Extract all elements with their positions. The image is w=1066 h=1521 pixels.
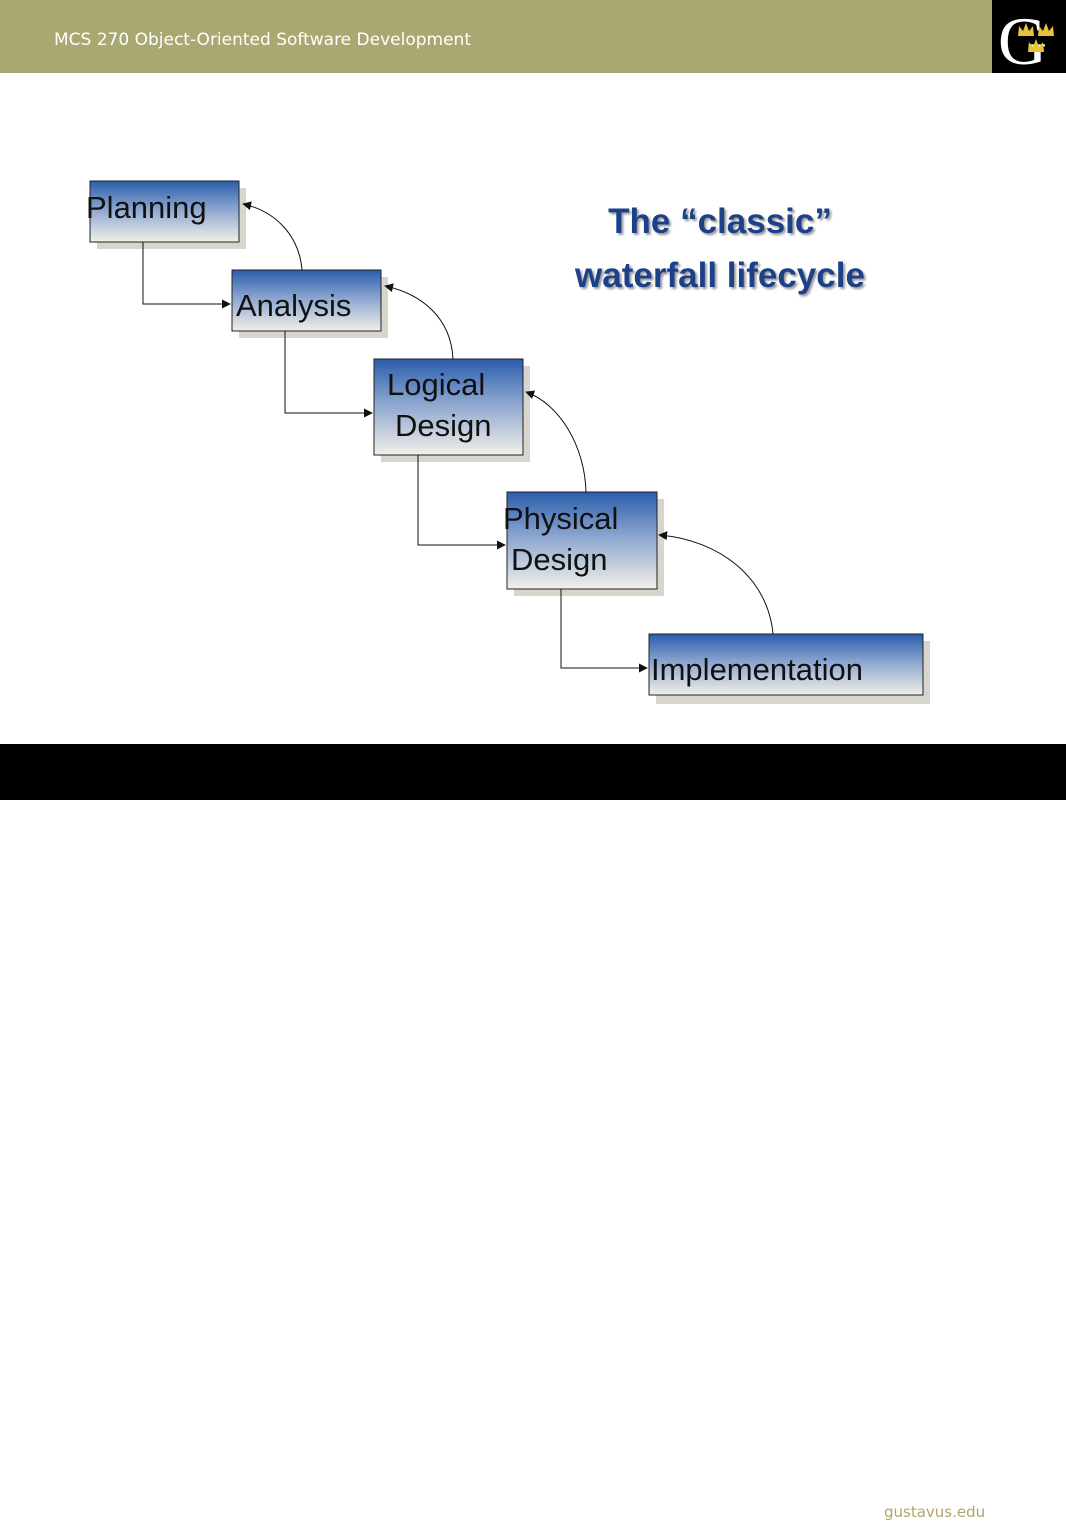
feedback-logical-design-to-analysis — [384, 283, 454, 360]
stage-physical-design: Physical Design — [503, 491, 664, 596]
stage-planning-label: Planning — [86, 190, 207, 225]
waterfall-diagram: Planning Analysis Logical Design Physica… — [86, 180, 930, 704]
stage-logical-design-line1: Logical — [387, 367, 485, 402]
logo-letter: G — [998, 3, 1047, 73]
arrow-analysis-to-logical-design — [284, 331, 373, 418]
stage-implementation-label: Implementation — [651, 652, 863, 687]
crown-icon — [1018, 23, 1054, 52]
arrow-logical-to-physical-design — [417, 455, 506, 550]
stage-planning: Planning — [86, 180, 246, 249]
arrow-planning-to-analysis — [142, 242, 231, 309]
stage-implementation: Implementation — [648, 633, 930, 704]
header-bar: MCS 270 Object-Oriented Software Develop… — [0, 0, 1066, 73]
stage-analysis-label: Analysis — [236, 288, 351, 323]
gustavus-logo: G — [992, 0, 1066, 79]
feedback-physical-to-logical-design — [525, 390, 587, 493]
stage-physical-design-line1: Physical — [503, 501, 618, 536]
arrow-physical-design-to-implementation — [560, 589, 648, 673]
title-line-1: The “classic” — [608, 202, 832, 241]
feedback-analysis-to-planning — [242, 201, 303, 271]
stage-analysis: Analysis — [231, 269, 388, 338]
stage-logical-design: Logical Design — [373, 358, 530, 462]
title-line-2: waterfall lifecycle — [575, 256, 865, 295]
stage-physical-design-line2: Design — [511, 542, 608, 577]
feedback-implementation-to-physical-design — [658, 531, 774, 635]
college-name: GUSTAVUS ADOLPHUS COLLEGE — [80, 1503, 338, 1520]
slide-title: The “classic” waterfall lifecycle — [520, 195, 920, 303]
course-title: MCS 270 Object-Oriented Software Develop… — [54, 30, 471, 50]
footer-bar: GUSTAVUS ADOLPHUS COLLEGE gustavus.edu — [0, 744, 1066, 1521]
stage-logical-design-line2: Design — [395, 408, 492, 443]
website-link[interactable]: gustavus.edu — [884, 1503, 986, 1521]
